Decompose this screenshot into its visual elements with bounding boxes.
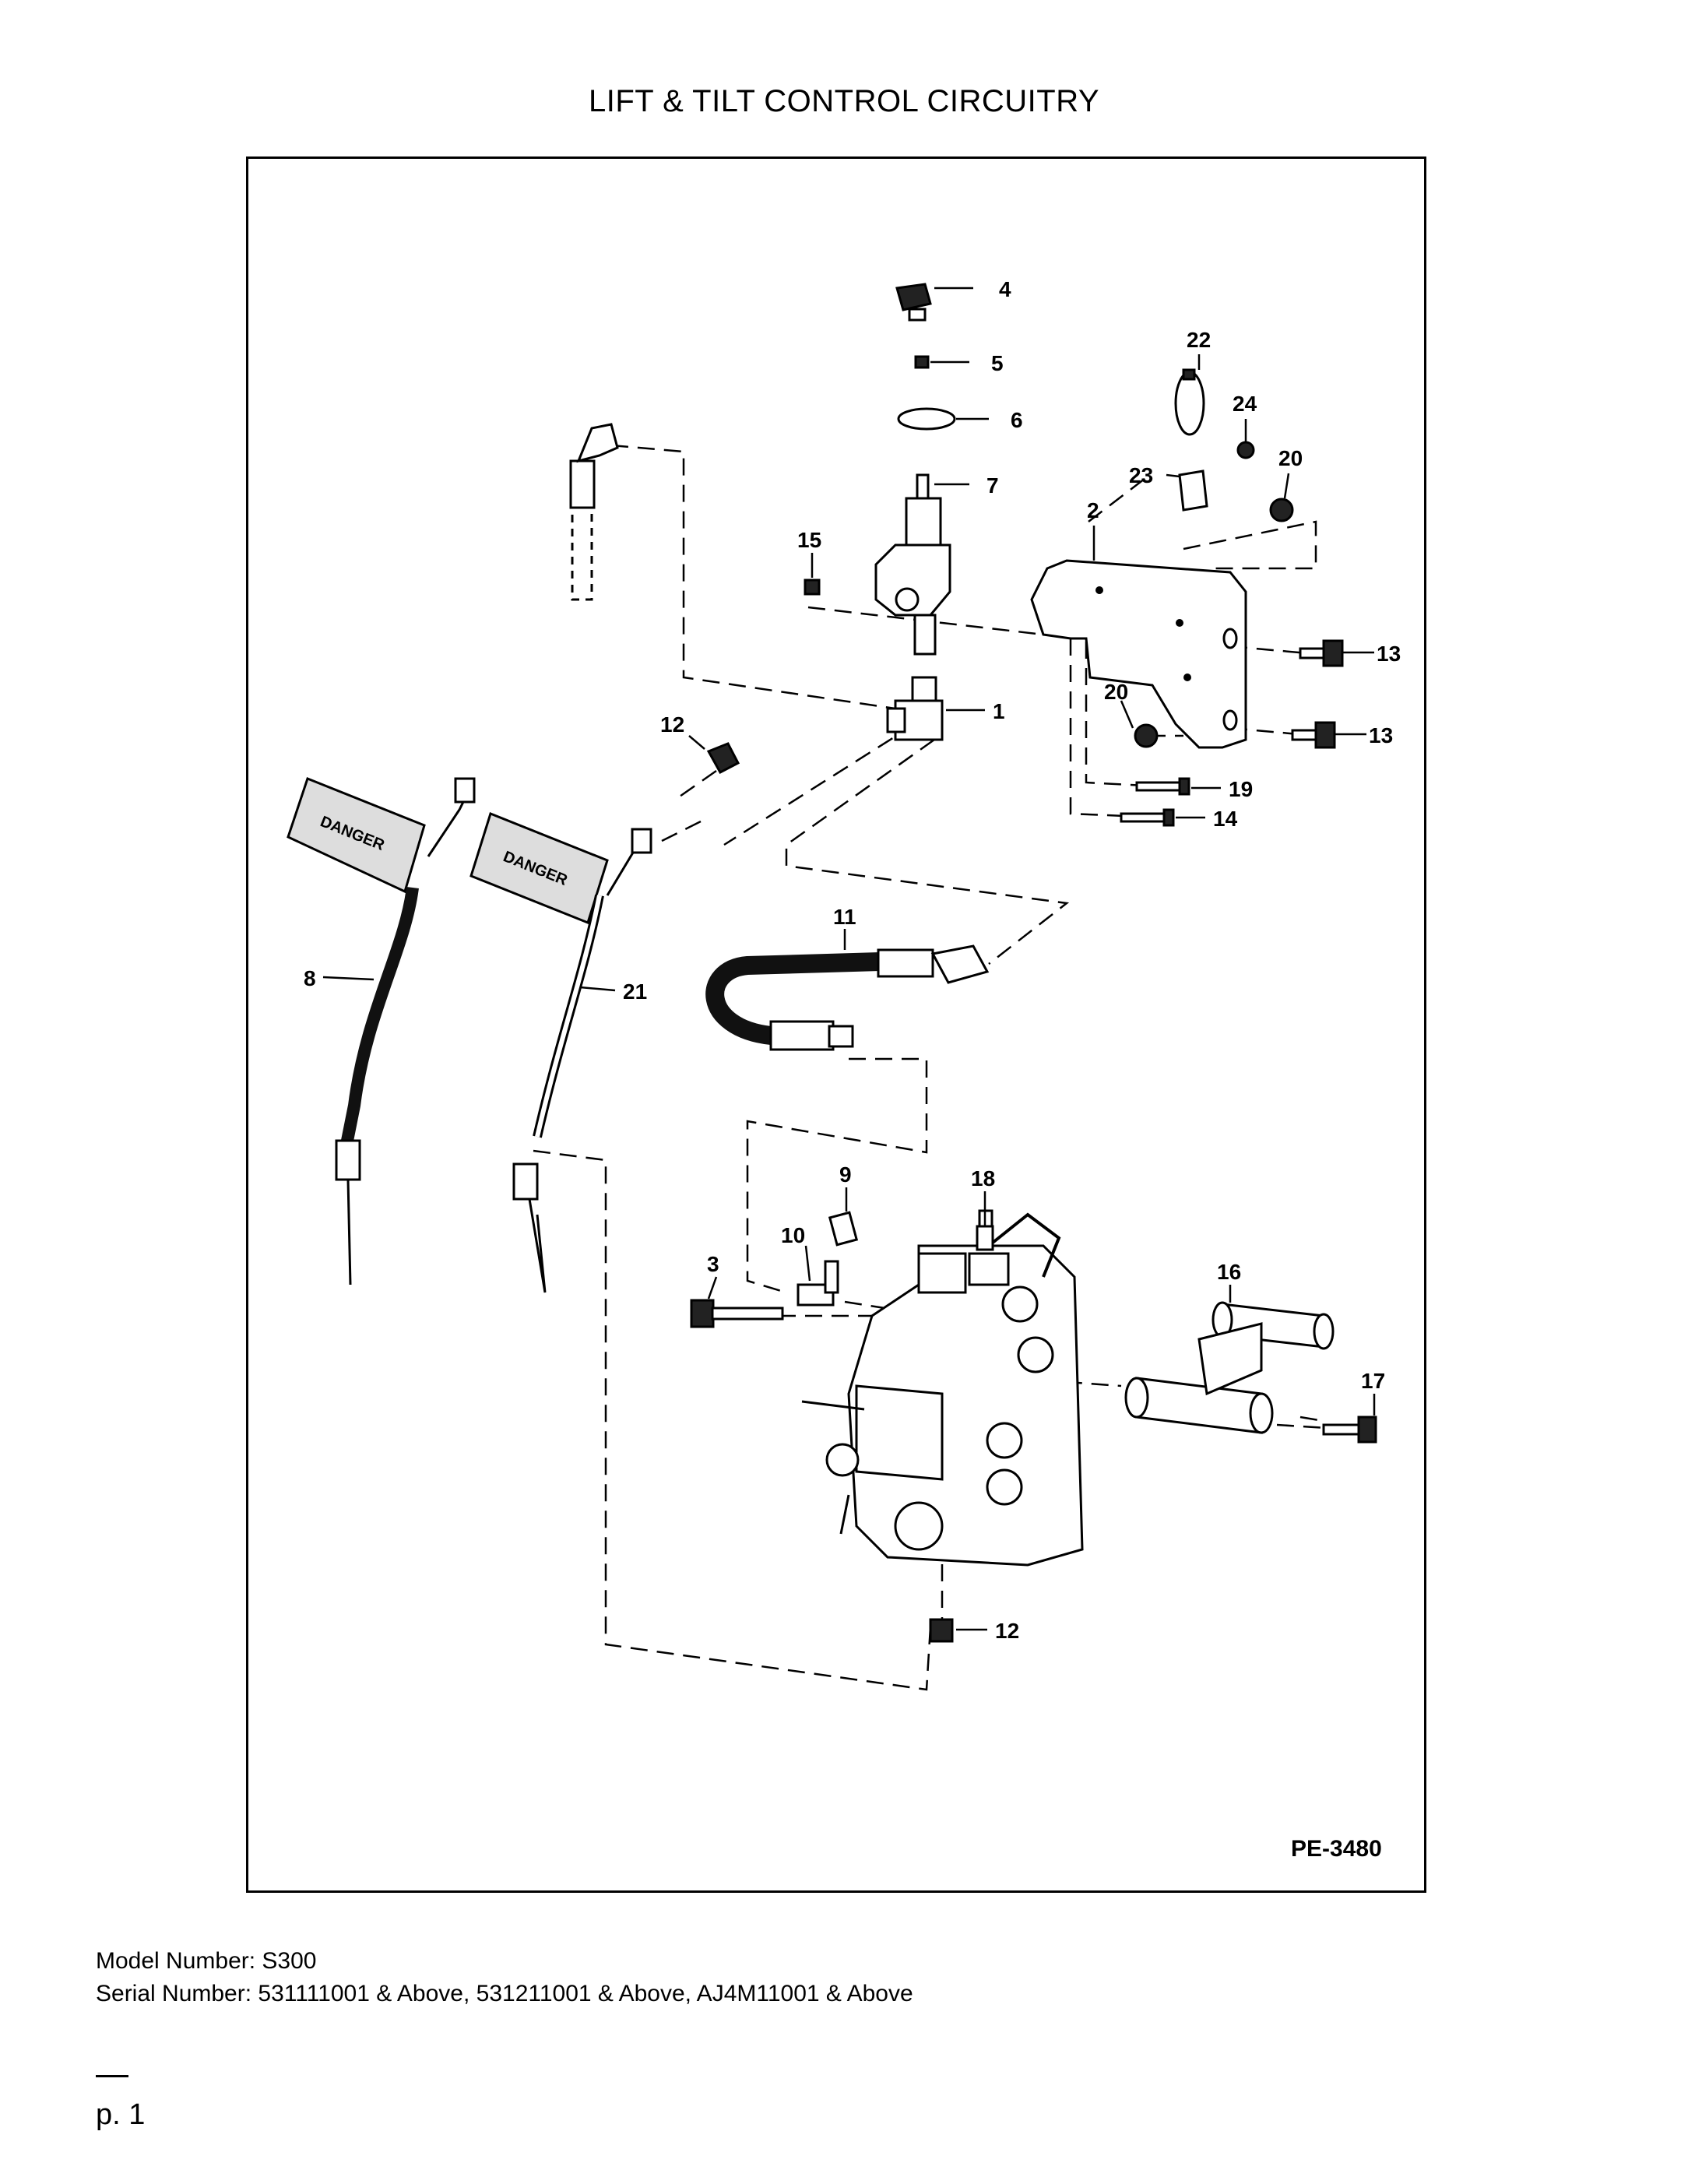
callout-8: 8 — [304, 966, 316, 990]
part-6-washer — [897, 407, 956, 431]
callout-20-bottom: 20 — [1104, 680, 1128, 704]
part-7-valve — [874, 473, 951, 656]
part-24-bolt — [1236, 441, 1255, 459]
part-13-bolt-top — [1299, 639, 1344, 667]
part-2-mounting-bracket — [1030, 559, 1247, 749]
callout-4: 4 — [999, 277, 1011, 301]
callout-7: 7 — [986, 473, 999, 498]
callout-11: 11 — [833, 905, 856, 929]
part-12-fitting-bottom — [929, 1618, 954, 1643]
callout-14: 14 — [1213, 807, 1238, 831]
drawing-code: PE-3480 — [1291, 1836, 1382, 1862]
part-11-hose — [705, 944, 990, 1051]
callout-13-bottom: 13 — [1369, 723, 1393, 747]
callout-19: 19 — [1229, 777, 1253, 801]
page-number-rule — [96, 2075, 128, 2077]
callout-2: 2 — [1087, 498, 1099, 522]
part-14-screw — [1120, 808, 1175, 827]
model-number-line: Model Number: S300 — [96, 1948, 317, 1974]
part-20-nut-bottom — [1134, 723, 1159, 748]
part-21-control-cable: DANGER — [469, 812, 652, 1293]
callout-numbers: 4 5 6 7 22 24 23 20 2 15 13 1 20 13 12 1… — [304, 277, 1401, 1643]
part-19-screw — [1135, 777, 1190, 796]
part-10-fitting — [797, 1260, 839, 1307]
part-12-fitting-top — [706, 742, 740, 775]
callout-20-top: 20 — [1278, 446, 1303, 470]
callout-3: 3 — [707, 1252, 719, 1276]
assembly-dashed-lines — [533, 444, 1340, 1691]
callout-17: 17 — [1361, 1369, 1385, 1393]
callout-12-bottom: 12 — [995, 1619, 1019, 1643]
callout-18: 18 — [971, 1166, 995, 1190]
callout-22: 22 — [1187, 328, 1211, 352]
callout-16: 16 — [1217, 1260, 1241, 1284]
part-5-nut — [914, 355, 930, 369]
parts-diagram-frame — [246, 157, 1426, 1893]
callout-1: 1 — [993, 699, 1005, 723]
part-23-clip — [1178, 470, 1208, 512]
page-title: LIFT & TILT CONTROL CIRCUITRY — [588, 84, 1100, 118]
part-13-bolt-bottom — [1291, 721, 1336, 749]
callout-9: 9 — [839, 1162, 852, 1187]
part-9-fitting — [828, 1211, 859, 1247]
callout-15: 15 — [797, 528, 821, 552]
callout-10: 10 — [781, 1223, 805, 1247]
callout-21: 21 — [623, 979, 647, 1004]
page-number: p. 1 — [96, 2098, 146, 2131]
callout-5: 5 — [991, 351, 1004, 375]
serial-number-line: Serial Number: 531111001 & Above, 531211… — [96, 1981, 913, 2006]
part-3-bolt — [690, 1299, 784, 1328]
part-8-control-cable: DANGER — [287, 777, 476, 1285]
main-control-valve — [801, 1209, 1084, 1567]
part-17-bolt — [1322, 1416, 1377, 1444]
callout-leader-lines — [322, 287, 1376, 1631]
part-4-cap — [895, 283, 932, 322]
callout-13-top: 13 — [1377, 642, 1401, 666]
callout-23: 23 — [1129, 463, 1153, 487]
part-15-plug — [804, 579, 821, 596]
callout-6: 6 — [1011, 408, 1023, 432]
callout-24: 24 — [1233, 392, 1257, 416]
part-1-elbow-fitting — [886, 676, 944, 741]
part-18-fitting — [976, 1225, 994, 1251]
part-22-strap — [1174, 368, 1205, 436]
part-20-nut-top — [1269, 498, 1294, 522]
part-16-pivot-assembly — [1124, 1301, 1335, 1434]
part-upper-hose — [569, 423, 619, 601]
callout-12-top: 12 — [660, 712, 684, 737]
